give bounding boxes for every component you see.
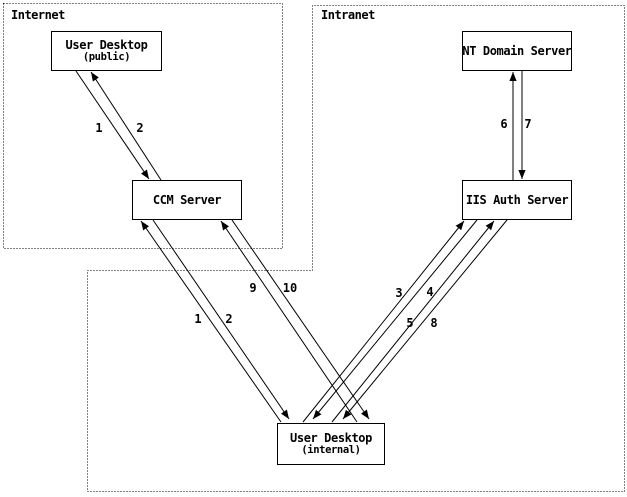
arrow-label-step3: 3 <box>395 286 403 300</box>
arrow-line-step4 <box>312 219 478 420</box>
node-title: CCM Server <box>152 192 222 207</box>
arrow-label-step6: 6 <box>500 117 508 131</box>
node-subtitle: (public) <box>82 51 131 63</box>
node-title: NT Domain Server <box>462 43 572 58</box>
arrow-line-step5 <box>331 220 495 423</box>
arrow-line-step2-public <box>90 71 162 181</box>
arrow-label-step2-internal: 2 <box>225 312 233 326</box>
intranet-zone-label: Intranet <box>321 8 375 22</box>
arrow-line-step1-internal <box>140 220 282 423</box>
arrow-label-step1-internal: 1 <box>194 312 202 326</box>
arrow-label-step2-public: 2 <box>136 121 144 135</box>
arrow-label-step9: 9 <box>249 281 257 295</box>
internet-zone-label: Internet <box>11 8 65 22</box>
node-title: IIS Auth Server <box>465 192 569 207</box>
node-ccm-server: CCM Server <box>132 180 242 220</box>
arrow-label-step10: 10 <box>282 281 298 295</box>
node-nt-domain-server: NT Domain Server <box>462 31 572 71</box>
arrow-label-step8: 8 <box>430 316 438 330</box>
intranet-zone-border <box>87 5 625 492</box>
arrow-line-step9 <box>220 220 358 423</box>
arrow-label-step1-public: 1 <box>95 121 103 135</box>
arrow-line-step1-public <box>75 70 150 180</box>
node-title: User Desktop <box>65 38 148 52</box>
arrow-label-step4: 4 <box>426 285 434 299</box>
node-iis-auth-server: IIS Auth Server <box>462 180 572 220</box>
arrow-label-step7: 7 <box>524 117 532 131</box>
arrow-label-step5: 5 <box>406 316 414 330</box>
node-user-desktop-public: User Desktop (public) <box>51 31 162 71</box>
arrow-line-step10 <box>231 219 370 420</box>
internet-zone-border <box>3 3 283 249</box>
node-user-desktop-internal: User Desktop (internal) <box>277 423 385 465</box>
arrow-line-step8 <box>342 219 508 420</box>
node-subtitle: (internal) <box>301 444 361 456</box>
arrow-line-step3 <box>302 220 465 423</box>
node-title: User Desktop <box>290 431 372 445</box>
arrow-line-step2-internal <box>152 219 290 420</box>
